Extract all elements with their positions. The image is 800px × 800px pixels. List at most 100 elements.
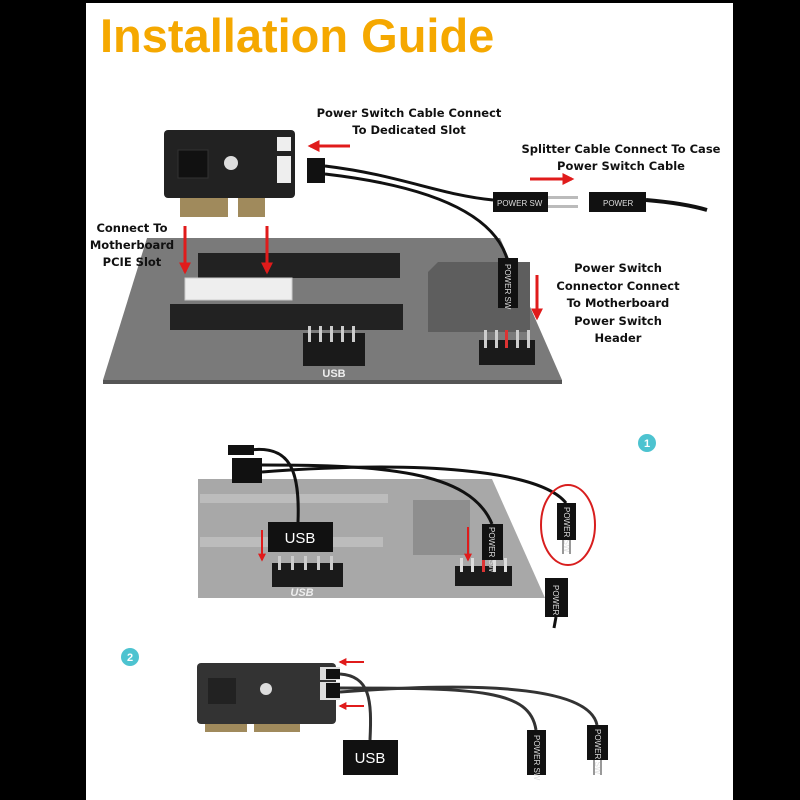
diagram-shape	[645, 198, 708, 212]
diagram-shape	[260, 683, 272, 695]
diagram-shape	[484, 330, 487, 348]
label-splitter: Splitter Cable Connect To Case	[522, 142, 721, 156]
highlight-circle	[540, 484, 596, 566]
power-sw-label: POWER SW	[593, 729, 602, 775]
diagram-shape	[304, 556, 307, 570]
label-pcie: Motherboard	[90, 238, 174, 252]
diagram-shape	[505, 330, 508, 348]
diagram-shape	[493, 558, 496, 572]
diagram-shape	[527, 330, 530, 348]
diagram-shape	[326, 669, 340, 679]
adapter-card-top	[164, 130, 295, 217]
diagram-shape	[278, 556, 281, 570]
power-sw-label: POWER SW	[562, 507, 571, 553]
diagram-shape	[471, 558, 474, 572]
diagram-shape	[324, 164, 494, 202]
label-pcie: Connect To	[96, 221, 167, 235]
label-header: Power Switch	[574, 314, 662, 328]
diagram-shape	[482, 524, 503, 560]
diagram-shape	[224, 156, 238, 170]
usb-label: USB	[285, 530, 316, 547]
diagram-shape	[504, 558, 507, 572]
usb-board-label: USB	[322, 368, 345, 380]
diagram-shape	[495, 330, 498, 348]
diagram-shape	[317, 556, 320, 570]
diagram-shape	[527, 730, 546, 775]
diagram-shape	[261, 465, 568, 504]
pcie-slot-upper	[198, 253, 400, 278]
power-sw-connector	[493, 192, 548, 212]
diagram-shape	[562, 540, 564, 554]
diagram-shape	[254, 724, 300, 732]
diagram-shape	[103, 380, 562, 384]
diagram-shape	[460, 558, 507, 572]
power-sw-label: POWER SW	[503, 264, 512, 310]
case-power-connector	[589, 192, 646, 212]
power-label: POWER	[603, 199, 633, 208]
label-dedicated-slot: Power Switch Cable Connect	[317, 106, 502, 120]
diagram-shape	[516, 330, 519, 348]
step-2-badge	[121, 648, 139, 666]
diagram-shape	[569, 540, 571, 554]
diagram-shape	[557, 503, 576, 540]
diagram-shape	[238, 198, 265, 217]
splitter-plug	[307, 158, 325, 183]
page-title: Installation Guide	[100, 9, 494, 62]
step-1-badge	[638, 434, 656, 452]
label-header: Connector Connect	[556, 279, 680, 293]
white-connector	[184, 277, 293, 301]
diagram-shape	[548, 205, 578, 208]
diagram-shape	[261, 463, 494, 525]
diagram-shape	[587, 725, 608, 760]
diagram-shape	[319, 326, 322, 342]
diagram-shape	[291, 556, 294, 570]
diagram-shape	[308, 326, 311, 342]
adapter-card-step2	[197, 663, 340, 732]
power-sw-connector-board	[498, 258, 518, 308]
diagram-shape	[413, 500, 470, 555]
diagram-shape	[505, 330, 508, 348]
label-header: To Motherboard	[567, 296, 670, 310]
diagram-shape	[180, 198, 228, 217]
diagram-shape	[208, 678, 236, 704]
diagram-shape	[482, 558, 485, 572]
label-splitter: Power Switch Cable	[557, 159, 685, 173]
diagram-shape	[308, 326, 355, 342]
usb-header	[303, 333, 365, 366]
diagram-shape	[455, 566, 512, 586]
label-header: Header	[595, 331, 642, 345]
diagram-shape	[460, 558, 463, 572]
diagram-shape	[545, 578, 568, 617]
pcie-slot-lower	[170, 304, 403, 330]
diagram-shape	[258, 527, 472, 562]
power-label: POWER	[551, 585, 560, 615]
diagram-shape	[228, 445, 254, 455]
diagram-shape	[341, 326, 344, 342]
diagram-shape	[552, 616, 558, 629]
diagram-shape	[339, 685, 599, 726]
diagram-shape	[484, 330, 530, 348]
diagram-shape	[593, 760, 595, 775]
power-sw-label: POWER SW	[497, 199, 543, 208]
diagram-shape	[324, 172, 510, 263]
diagram-shape	[330, 326, 333, 342]
diagram-shape	[200, 494, 388, 503]
diagram-shape	[548, 196, 578, 199]
diagram-shape	[278, 556, 333, 570]
label-header: Power Switch	[574, 261, 662, 275]
label-pcie: PCIE Slot	[103, 255, 162, 269]
usb-connector-step2	[343, 740, 398, 775]
usb-board-label: USB	[290, 587, 313, 599]
step-1-number: 1	[644, 438, 650, 450]
usb-label: USB	[355, 750, 386, 767]
diagram-shape	[339, 672, 373, 741]
red-arrows	[179, 140, 575, 321]
diagram-shape	[326, 683, 340, 698]
diagram-shape	[352, 326, 355, 342]
diagram-shape	[205, 724, 247, 732]
diagram-shape	[330, 556, 333, 570]
motherboard-step1: USB	[198, 479, 545, 599]
power-sw-label: POWER SW	[532, 735, 541, 781]
